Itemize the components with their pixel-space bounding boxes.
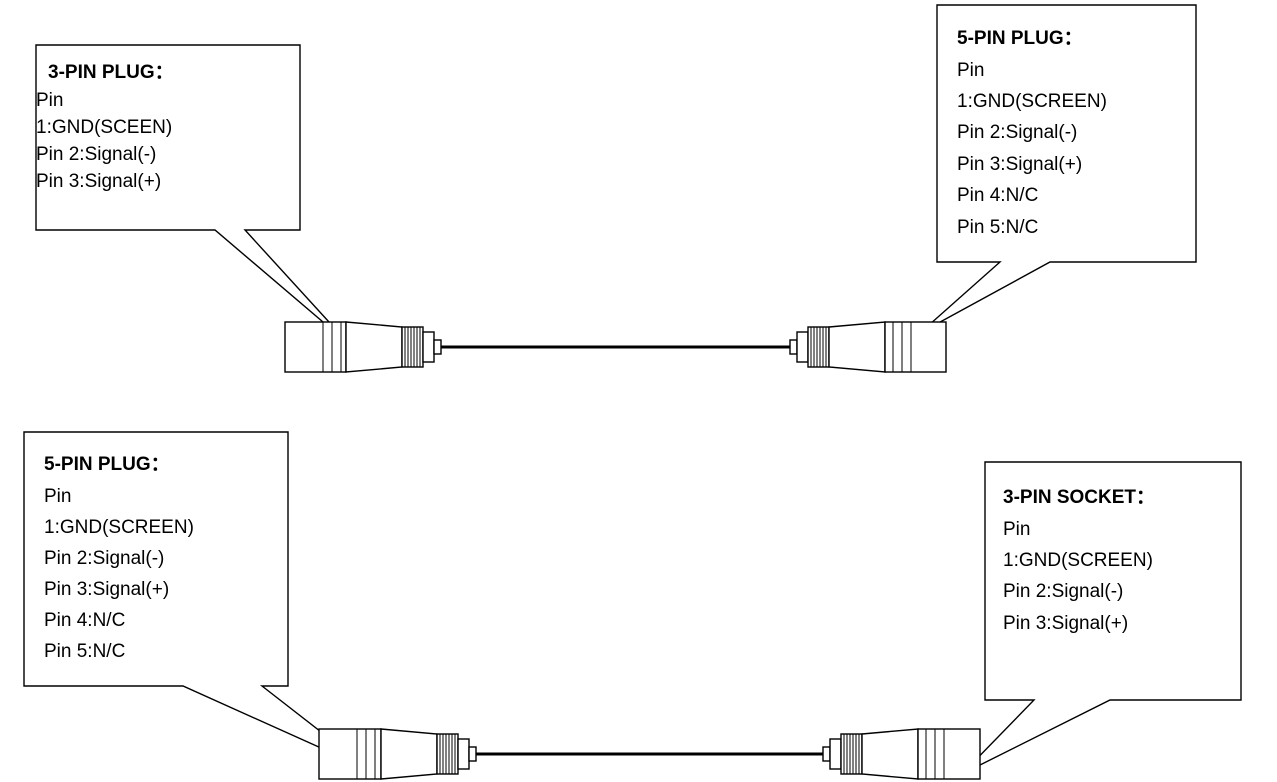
connector-grip [807,326,830,368]
right-connector [822,728,981,780]
callout-line: Pin 4:N/C [957,185,1038,206]
callout-line: Pin 2:Signal(-) [957,122,1077,143]
callout-3pin-plug-box [35,44,351,346]
connector-pin-slot [365,728,376,780]
cable-2: 5-PIN PLUG： Pin 1:GND(SCREEN) Pin 2:Sign… [23,431,1242,780]
callout-line: Pin 3:Signal(+) [1003,613,1128,634]
connector-body [284,321,347,373]
connector-body [917,728,981,780]
callout-5pin-plug: 5-PIN PLUG： Pin 1:GND(SCREEN) Pin 2:Sign… [919,4,1197,334]
callout-line: 1:GND(SCREEN) [44,517,194,538]
callout-line: Pin [957,60,984,81]
callout-5pin-plug-2: 5-PIN PLUG： Pin 1:GND(SCREEN) Pin 2:Sign… [23,431,371,771]
callout-line: 1:GND(SCREEN) [1003,550,1153,571]
callout-line: Pin 2:Signal(-) [44,548,164,569]
callout-line: Pin 5:N/C [44,641,125,662]
callout-line: Pin [1003,519,1030,540]
connector-pin-slot [331,321,342,373]
right-connector [789,321,947,373]
connector-grip [436,733,459,775]
callout-3pin-plug: 3-PIN PLUG： Pin 1:GND(SCEEN) Pin 2:Signa… [35,44,351,346]
cable-2-drawing [318,728,981,780]
callout-title: 3-PIN PLUG： [48,62,174,83]
connector-boot [828,321,886,373]
callout-line: 1:GND(SCEEN) [36,117,172,138]
callout-line: Pin 5:N/C [957,217,1038,238]
callout-title: 5-PIN PLUG： [44,454,170,475]
connector-boot [861,728,919,780]
callout-line: Pin 3:Signal(+) [957,154,1082,175]
left-connector [284,321,442,373]
connector-tip [789,339,798,355]
connector-tip [468,746,477,762]
connector-grip [840,733,863,775]
callout-line: Pin 2:Signal(-) [1003,581,1123,602]
connector-collar [422,331,435,363]
callout-line: Pin [44,486,71,507]
cable-1-drawing [284,321,947,373]
left-connector [318,728,477,780]
callout-5pin-plug-2-box [23,431,371,771]
connector-pin-slot [901,321,912,373]
cable-1: 3-PIN PLUG： Pin 1:GND(SCEEN) Pin 2:Signa… [35,4,1197,373]
callout-line: 1:GND(SCREEN) [957,91,1107,112]
connector-tip [822,746,831,762]
connector-grip [401,326,424,368]
callout-title: 5-PIN PLUG： [957,28,1083,49]
connector-boot [345,321,403,373]
callout-3pin-socket-box [961,461,1242,775]
connector-collar [457,738,470,770]
connector-collar [796,331,809,363]
callout-title: 3-PIN SOCKET： [1003,487,1155,508]
callout-5pin-plug-box [919,4,1197,334]
callout-line: Pin 3:Signal(+) [44,579,169,600]
connector-body [884,321,947,373]
connector-collar [829,738,842,770]
callout-3pin-socket: 3-PIN SOCKET： Pin 1:GND(SCREEN) Pin 2:Si… [961,461,1242,775]
connector-pin-slot [934,728,945,780]
callout-line: Pin [36,90,63,111]
connector-tip [433,339,442,355]
callout-line: Pin 4:N/C [44,610,125,631]
connector-boot [380,728,438,780]
connector-body [318,728,382,780]
callout-line: Pin 3:Signal(+) [36,171,161,192]
callout-line: Pin 2:Signal(-) [36,144,156,165]
